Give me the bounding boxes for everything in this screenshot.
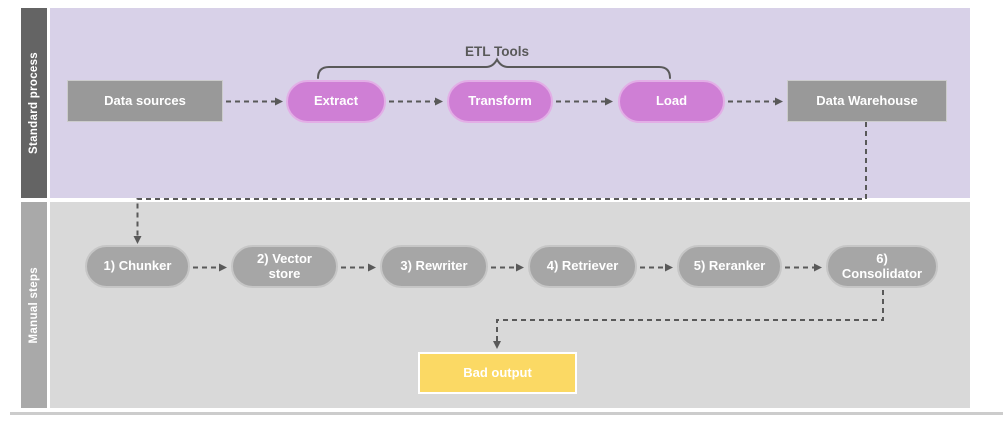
node-extract-label: Extract [313,93,359,109]
node-data-sources: Data sources [67,80,223,122]
node-transform-label: Transform [468,93,532,109]
node-rewriter-label: 3) Rewriter [400,258,468,274]
node-rewriter: 3) Rewriter [380,245,488,288]
node-retriever-label: 4) Retriever [546,258,619,274]
lane-header-manual-steps: Manual steps [21,202,47,408]
node-bad-output-label: Bad output [463,364,532,380]
node-consolidator-label: 6) Consolidator [841,250,923,281]
node-reranker-label: 5) Reranker [693,258,766,274]
node-data-warehouse: Data Warehouse [787,80,947,122]
node-data-warehouse-label: Data Warehouse [816,92,918,108]
node-reranker: 5) Reranker [677,245,782,288]
node-consolidator: 6) Consolidator [826,245,938,288]
node-data-sources-label: Data sources [104,92,186,108]
node-chunker-label: 1) Chunker [103,258,172,274]
lane-label-manual-steps: Manual steps [28,266,40,344]
node-load-label: Load [655,93,688,109]
node-bad-output: Bad output [418,352,577,394]
lane-label-standard-process: Standard process [28,52,40,154]
node-extract: Extract [286,80,386,123]
node-vector-store: 2) Vector store [231,245,338,288]
bottom-divider [10,412,1003,415]
node-chunker: 1) Chunker [85,245,190,288]
node-vector-store-label: 2) Vector store [257,250,312,281]
node-retriever: 4) Retriever [528,245,637,288]
lane-header-standard-process: Standard process [21,8,47,198]
node-load: Load [618,80,725,123]
etl-tools-bracket-label: ETL Tools [465,44,529,59]
node-transform: Transform [447,80,553,123]
